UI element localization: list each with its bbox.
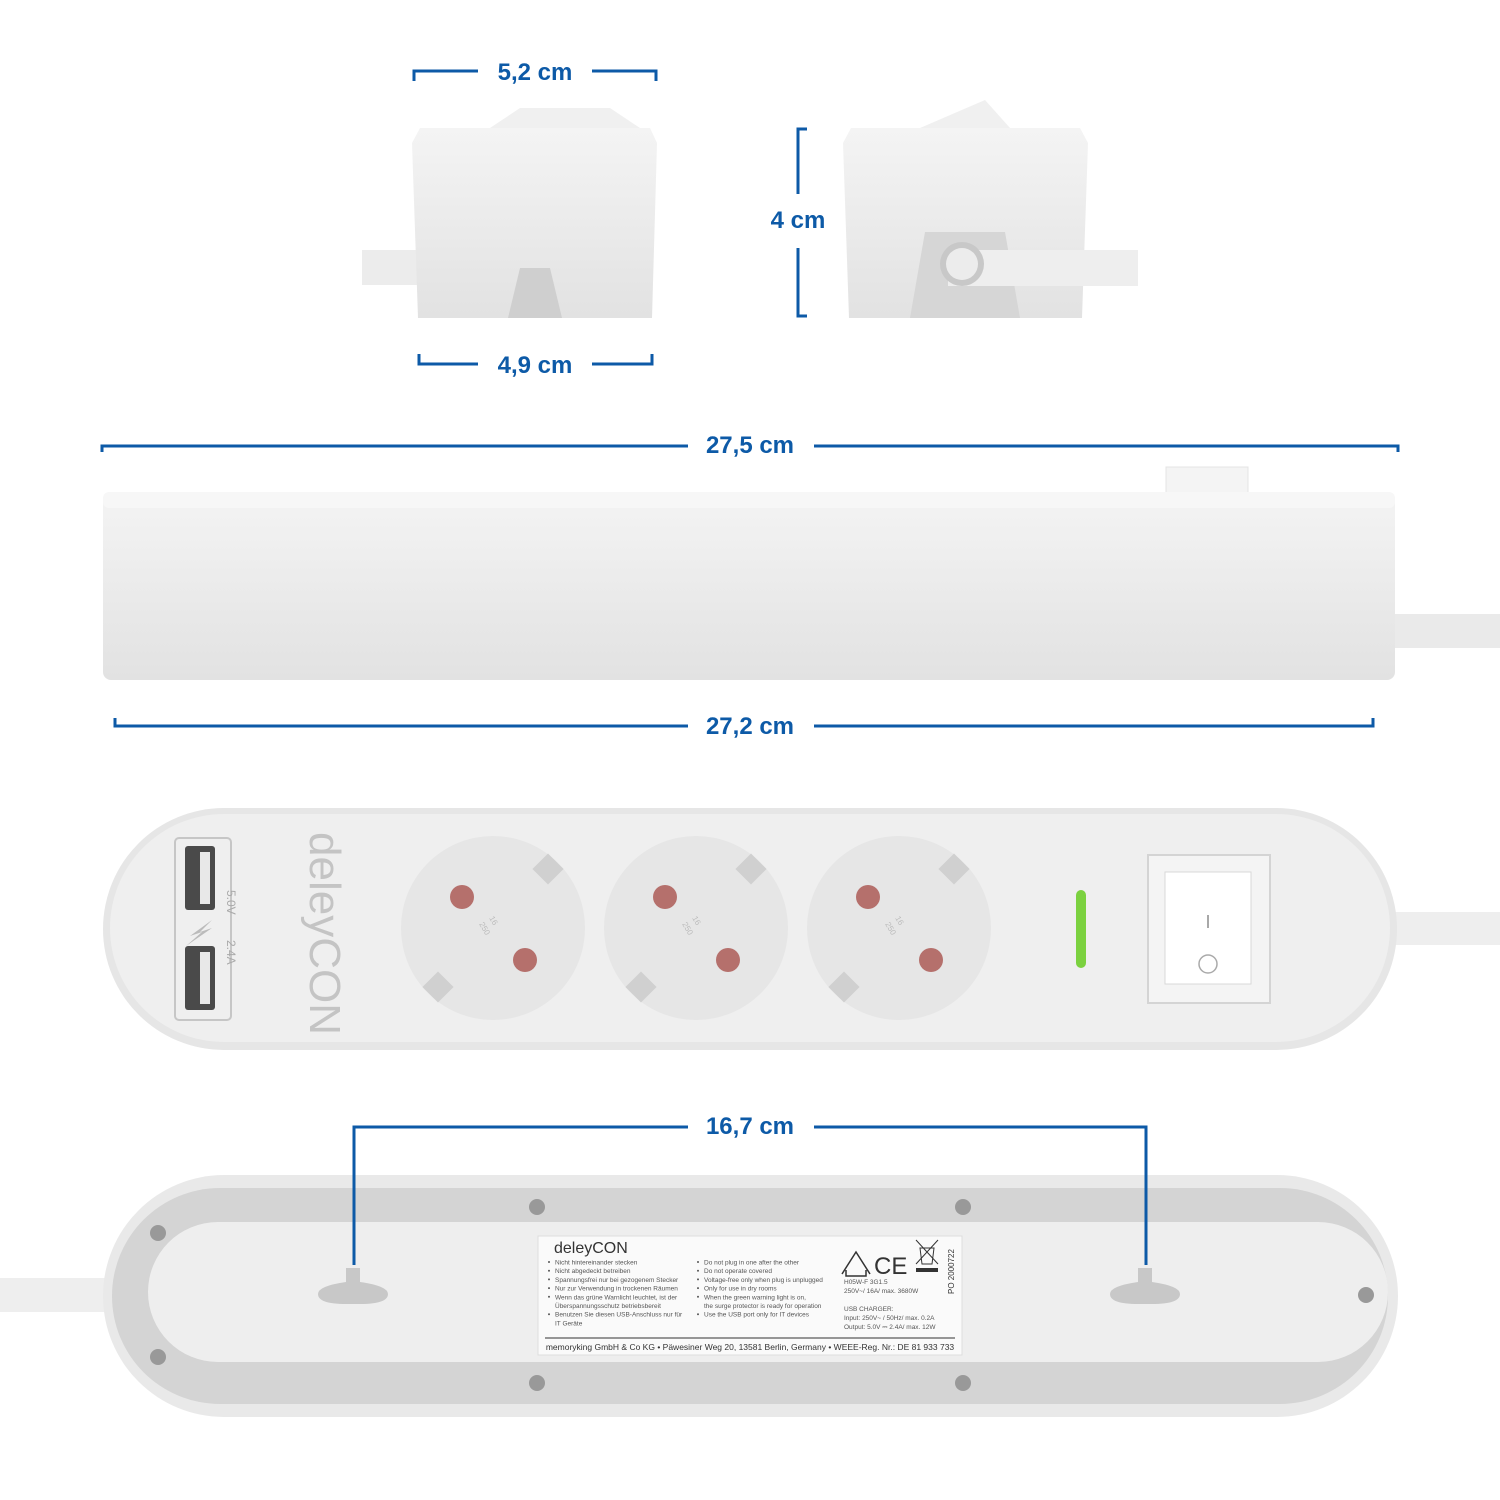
total-length-label: 27,5 cm	[706, 432, 794, 459]
label-note: Benutzen Sie diesen USB-Anschluss nur fü…	[555, 1312, 683, 1319]
product-label: deleyCON Nicht hintereinander steckenNic…	[537, 1235, 963, 1356]
end-view-plug-side	[843, 100, 1138, 318]
body-length-label: 27,2 cm	[706, 713, 794, 740]
socket-face	[604, 836, 788, 1020]
label-brand: deleyCON	[554, 1240, 628, 1257]
height-label: 4 cm	[771, 207, 826, 234]
lightning-icon	[186, 920, 212, 946]
side-view	[103, 466, 1500, 680]
socket-pin-hole	[513, 948, 537, 972]
label-note: Nicht hintereinander stecken	[555, 1260, 638, 1267]
label-note: the surge protector is ready for operati…	[704, 1303, 822, 1310]
mounting-hole-right	[1110, 1268, 1180, 1304]
mounting-hole-left	[318, 1268, 388, 1304]
label-rating: 250V~/ 16A/ max. 3680W	[844, 1288, 919, 1295]
usb-ports[interactable]: 5.0V 2.4A	[174, 837, 238, 1021]
socket-pin-hole	[450, 885, 474, 909]
label-note: Do not operate covered	[704, 1268, 772, 1275]
total-length-dimension: 27,5 cm	[100, 432, 1400, 459]
label-note: Wenn das grüne Warnlicht leuchtet, ist d…	[555, 1294, 678, 1301]
label-note: Use the USB port only for IT devices	[704, 1312, 810, 1319]
end-view-cord-side	[362, 108, 657, 318]
mount-hole-distance-dimension: 16,7 cm	[352, 1113, 1148, 1265]
body-length-dimension: 27,2 cm	[113, 713, 1375, 740]
surge-protection-led	[1076, 890, 1086, 968]
switch-on-symbol: I	[1205, 912, 1210, 932]
label-note: Überspannungsschutz betriebsbereit	[555, 1302, 661, 1310]
socket-face	[807, 836, 991, 1020]
label-note: Only for use in dry rooms	[704, 1286, 777, 1293]
label-usb-input: Input: 250V~ / 50Hz/ max. 0.2A	[844, 1315, 935, 1322]
socket-pin-hole	[653, 885, 677, 909]
end-base-width-label: 4,9 cm	[498, 352, 573, 379]
mount-hole-distance-label: 16,7 cm	[706, 1113, 794, 1140]
socket-pin-hole	[856, 885, 880, 909]
indoor-use-icon	[841, 1250, 871, 1277]
ground-clip	[422, 971, 454, 1003]
socket-face	[401, 836, 585, 1020]
label-footer: memoryking GmbH & Co KG • Päwesiner Weg …	[546, 1342, 955, 1352]
label-note: Voltage-free only when plug is unplugged	[704, 1277, 823, 1284]
usb-current: 2.4A	[224, 940, 238, 965]
label-note: IT Geräte	[555, 1320, 583, 1327]
label-note: When the green warning light is on,	[704, 1294, 806, 1301]
end-width-label: 5,2 cm	[498, 59, 573, 86]
weee-bin-icon	[915, 1239, 939, 1272]
end-width-dimension: 5,2 cm 4,9 cm	[412, 59, 658, 379]
power-switch[interactable]: I	[1147, 854, 1271, 1004]
socket-pin-hole	[716, 948, 740, 972]
ce-mark: CE	[874, 1253, 907, 1280]
label-usb-output: Output: 5.0V ⎓ 2.4A/ max. 12W	[844, 1324, 936, 1331]
label-note: Nur zur Verwendung in trockenen Räumen	[555, 1286, 678, 1293]
switch-off-symbol	[1198, 954, 1218, 974]
bottom-view: deleyCON Nicht hintereinander steckenNic…	[0, 1175, 1398, 1417]
label-note: Nicht abgedeckt betreiben	[555, 1268, 631, 1275]
label-note: Do not plug in one after the other	[704, 1260, 800, 1267]
brand-logo: deleyCON	[300, 832, 349, 1035]
label-po: PO 2000722	[947, 1249, 956, 1294]
label-cable: H05W-F 3G1.5	[844, 1279, 888, 1286]
label-usb-title: USB CHARGER:	[844, 1306, 894, 1313]
socket-pin-hole	[919, 948, 943, 972]
height-dimension: 4 cm	[771, 127, 826, 318]
label-note: Spannungsfrei nur bei gezogenem Stecker	[555, 1277, 679, 1284]
usb-voltage: 5.0V	[224, 890, 238, 915]
screws	[150, 1199, 1374, 1391]
